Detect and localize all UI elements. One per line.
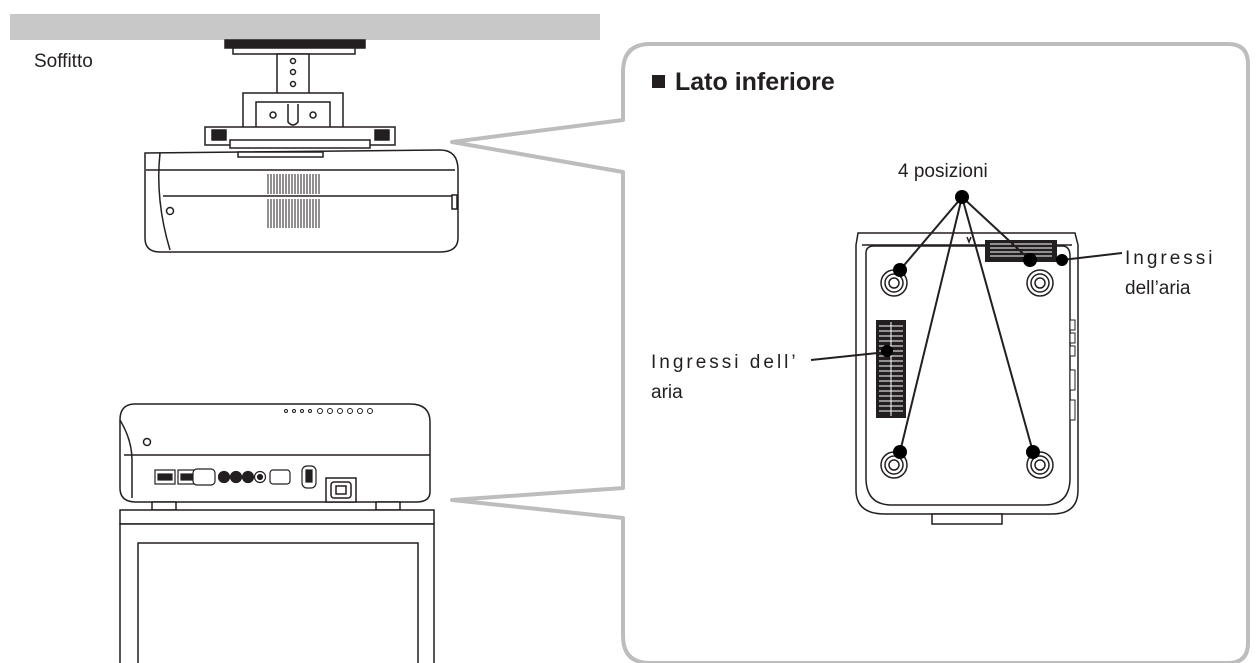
intake-right-label: Ingressi dell’aria	[1125, 244, 1216, 304]
intake-right-marker	[1056, 254, 1068, 266]
ceiling-label: Soffitto	[34, 51, 93, 72]
panel-title-text: Lato inferiore	[675, 68, 835, 96]
projector-body-table	[119, 403, 431, 503]
vent-grille-upper	[267, 174, 320, 194]
stand-top	[119, 509, 435, 525]
filled-square-icon	[652, 75, 665, 88]
intake-right-leader	[1061, 252, 1123, 261]
intake-left-line1: Ingressi dell’	[651, 352, 799, 373]
vent-grille-lower	[267, 199, 320, 228]
marker-hub	[955, 190, 969, 204]
position-markers	[893, 190, 1040, 459]
stand-glass-panel	[137, 542, 419, 663]
panel-title: Lato inferiore	[652, 68, 835, 97]
marker-foot-top-right	[1023, 253, 1037, 267]
callout-panel	[450, 42, 1250, 663]
marker-foot-bottom-left	[893, 445, 907, 459]
intake-left-line2: aria	[651, 382, 683, 403]
side-buttons	[1069, 319, 1076, 421]
intake-right-line1: Ingressi	[1125, 248, 1216, 269]
marker-foot-bottom-right	[1026, 445, 1040, 459]
power-inlet	[325, 477, 357, 503]
top-buttons-row	[284, 408, 373, 414]
marker-foot-top-left	[893, 263, 907, 277]
position-leader-lines	[899, 196, 1034, 453]
intake-left-label: Ingressi dell’ aria	[651, 348, 799, 408]
ceiling-mounted-projector	[144, 39, 459, 253]
intake-left-leader	[810, 351, 888, 361]
table-projector	[119, 403, 435, 663]
intake-vent-left	[876, 320, 906, 418]
projector-bottom-view	[855, 232, 1079, 525]
intake-left-marker	[881, 345, 893, 357]
rear-connectors	[154, 465, 317, 489]
bottom-view-body	[855, 232, 1079, 515]
ceiling-bracket-plate	[224, 39, 366, 49]
intake-right-line2: dell’aria	[1125, 278, 1191, 299]
foot-top-right	[1026, 269, 1054, 297]
ceiling-bar	[10, 14, 600, 40]
positions-label: 4 posizioni	[898, 161, 988, 182]
